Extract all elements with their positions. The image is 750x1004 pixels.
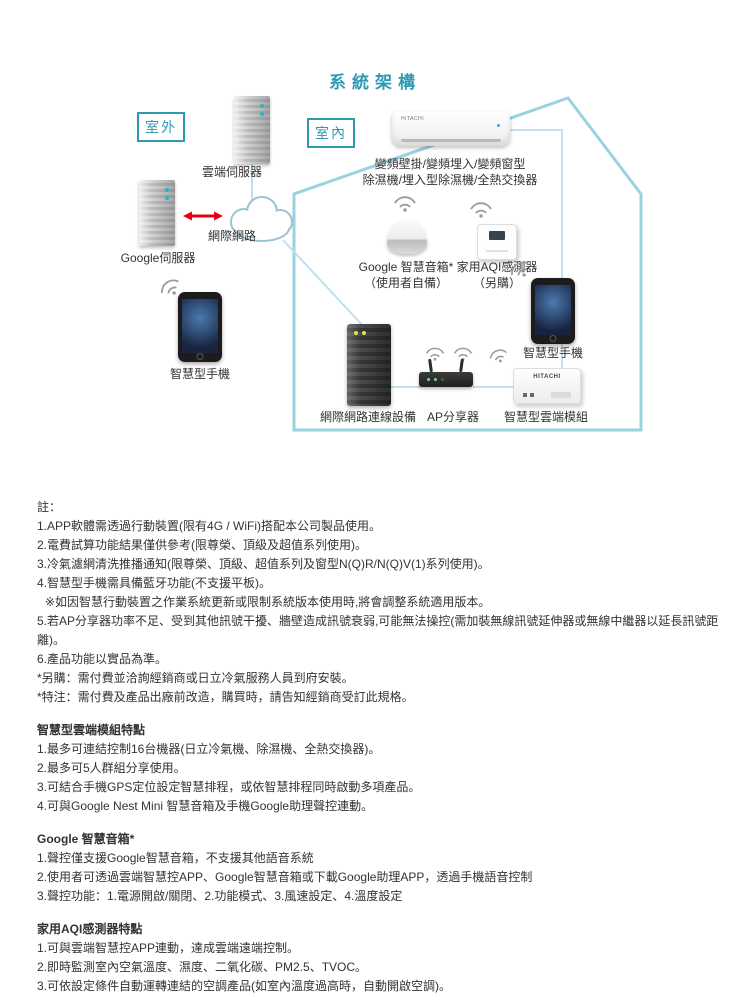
module-features-section: 智慧型雲端模組特點 1.最多可連結控制16台機器(日立冷氣機、除濕機、全熱交換器… xyxy=(37,721,742,816)
server-led xyxy=(165,196,169,200)
note-item: 4.智慧型手機需具備藍牙功能(不支援平板)。 xyxy=(37,576,272,590)
cloud-server-label: 雲端伺服器 xyxy=(201,165,262,179)
modem-led xyxy=(362,331,366,335)
speaker-features-heading: Google 智慧音箱* xyxy=(37,832,135,846)
cloud-module-icon: HITACHI xyxy=(513,368,581,404)
modem-label: 網際網路連線設備 xyxy=(319,410,416,424)
indoor-box: 室內 xyxy=(307,118,355,148)
aqi-sensor-sub-label: （另購） xyxy=(472,276,521,290)
air-conditioner-icon: HITACHI xyxy=(392,112,510,146)
module-leds xyxy=(523,393,527,397)
cloud-module-label: 智慧型雲端模組 xyxy=(503,410,588,424)
aqi-features-section: 家用AQI感測器特點 1.可與雲端智慧控APP連動，達成雲端遠端控制。 2.即時… xyxy=(37,920,742,996)
note-item: 3.冷氣濾網清洗推播通知(限尊榮、頂級、超值系列及窗型N(Q)R/N(Q)V(1… xyxy=(37,557,490,571)
server-led xyxy=(165,188,169,192)
diagram-title: 系統架構 xyxy=(329,73,421,92)
aqi-sensor-icon xyxy=(477,224,517,260)
speaker-feature-item: 3.聲控功能：1.電源開啟/關閉、2.功能模式、3.風速設定、4.溫度設定 xyxy=(37,889,403,903)
hitachi-logo: HITACHI xyxy=(533,374,561,380)
speaker-features-section: Google 智慧音箱* 1.聲控僅支援Google智慧音箱，不支援其他語音系統… xyxy=(37,830,742,906)
wifi-icon xyxy=(424,344,446,366)
module-feature-item: 4.可與Google Nest Mini 智慧音箱及手機Google助理聲控連動… xyxy=(37,799,374,813)
note-item: *特注：需付費及產品出廠前改造，購買時，請告知經銷商受訂此規格。 xyxy=(37,690,414,704)
ac-caption-line1: 變頻壁掛/變頻埋入/變頻窗型 xyxy=(374,157,526,171)
google-server-label: Google伺服器 xyxy=(120,251,196,265)
system-architecture-diagram: 系統架構 室外 室內 雲端伺服器 Google伺服器 xyxy=(0,0,750,470)
google-home-speaker-icon xyxy=(387,220,427,254)
ac-caption-line2: 除濕機/埋入型除濕機/全熱交換器 xyxy=(362,173,538,187)
smartphone-left-label: 智慧型手機 xyxy=(169,367,230,381)
wifi-icon xyxy=(485,343,513,371)
modem-icon xyxy=(347,324,391,406)
module-feature-item: 2.最多可5人群組分享使用。 xyxy=(37,761,186,775)
outdoor-box: 室外 xyxy=(137,112,185,142)
info-text: 註： 1.APP軟體需透過行動裝置(限有4G / WiFi)搭配本公司製品使用。… xyxy=(0,470,750,1004)
sync-arrow-icon xyxy=(183,209,223,227)
server-led xyxy=(260,112,264,116)
module-feature-item: 3.可結合手機GPS定位設定智慧排程，或依智慧排程同時啟動多項產品。 xyxy=(37,780,421,794)
smartphone-right-label: 智慧型手機 xyxy=(522,346,583,360)
aqi-features-heading: 家用AQI感測器特點 xyxy=(37,922,143,936)
ac-vent xyxy=(401,139,501,142)
note-item: 2.電費試算功能結果僅供參考(限尊榮、頂級及超值系列使用)。 xyxy=(37,538,368,552)
speaker-feature-item: 1.聲控僅支援Google智慧音箱，不支援其他語音系統 xyxy=(37,851,314,865)
router-leds xyxy=(427,378,430,381)
note-item: ※如因智慧行動裝置之作業系統更新或限制系統版本使用時,將會調整系統適用版本。 xyxy=(45,595,491,609)
note-item: 6.產品功能以實品為準。 xyxy=(37,652,168,666)
phone-screen xyxy=(535,285,571,335)
module-panel xyxy=(551,392,571,398)
aqi-feature-item: 3.可依設定條件自動運轉連結的空調產品(如室內溫度過高時，自動開啟空調)。 xyxy=(37,979,452,993)
phone-home-button xyxy=(549,335,557,342)
module-feature-item: 1.最多可連結控制16台機器(日立冷氣機、除濕機、全熱交換器)。 xyxy=(37,742,381,756)
wifi-icon xyxy=(468,198,494,223)
ap-router-label: AP分享器 xyxy=(426,410,479,424)
note-item: *另購：需付費並洽詢經銷商或日立冷氣服務人員到府安裝。 xyxy=(37,671,354,685)
internet-label: 網際網路 xyxy=(207,229,256,243)
cloud-server-icon xyxy=(234,96,270,164)
note-item: 1.APP軟體需透過行動裝置(限有4G / WiFi)搭配本公司製品使用。 xyxy=(37,519,382,533)
phone-home-button xyxy=(196,353,204,360)
modem-led xyxy=(354,331,358,335)
phone-screen xyxy=(182,299,218,353)
speaker-label: Google 智慧音箱* xyxy=(358,260,454,274)
wifi-icon xyxy=(503,253,539,288)
sensor-bar xyxy=(486,250,508,252)
hitachi-logo: HITACHI xyxy=(401,116,425,122)
speaker-feature-item: 2.使用者可透過雲端智慧控APP、Google智慧音箱或下載Google助理AP… xyxy=(37,870,533,884)
notes-section: 註： 1.APP軟體需透過行動裝置(限有4G / WiFi)搭配本公司製品使用。… xyxy=(37,498,742,707)
internet-cloud-icon xyxy=(220,192,304,249)
smartphone-icon xyxy=(178,292,222,362)
speaker-sub-label: （使用者自備） xyxy=(363,276,448,290)
wifi-icon xyxy=(392,192,418,217)
aqi-feature-item: 1.可與雲端智慧控APP連動，達成雲端遠端控制。 xyxy=(37,941,300,955)
smartphone-icon xyxy=(531,278,575,344)
sensor-screen xyxy=(489,231,505,240)
aqi-feature-item: 2.即時監測室內空氣溫度、濕度、二氧化碳、PM2.5、TVOC。 xyxy=(37,960,368,974)
ac-led xyxy=(497,124,500,127)
module-features-heading: 智慧型雲端模組特點 xyxy=(37,723,146,737)
cloud-to-modem-line xyxy=(282,239,366,329)
ap-router-icon xyxy=(419,372,473,387)
house-outline xyxy=(292,96,643,432)
google-server-icon xyxy=(139,180,175,246)
note-item: 5.若AP分享器功率不足、受到其他訊號干擾、牆壁造成訊號衰弱,可能無法操控(需加… xyxy=(37,614,719,647)
server-led xyxy=(260,104,264,108)
notes-heading: 註： xyxy=(37,500,62,514)
wifi-icon xyxy=(153,271,189,306)
